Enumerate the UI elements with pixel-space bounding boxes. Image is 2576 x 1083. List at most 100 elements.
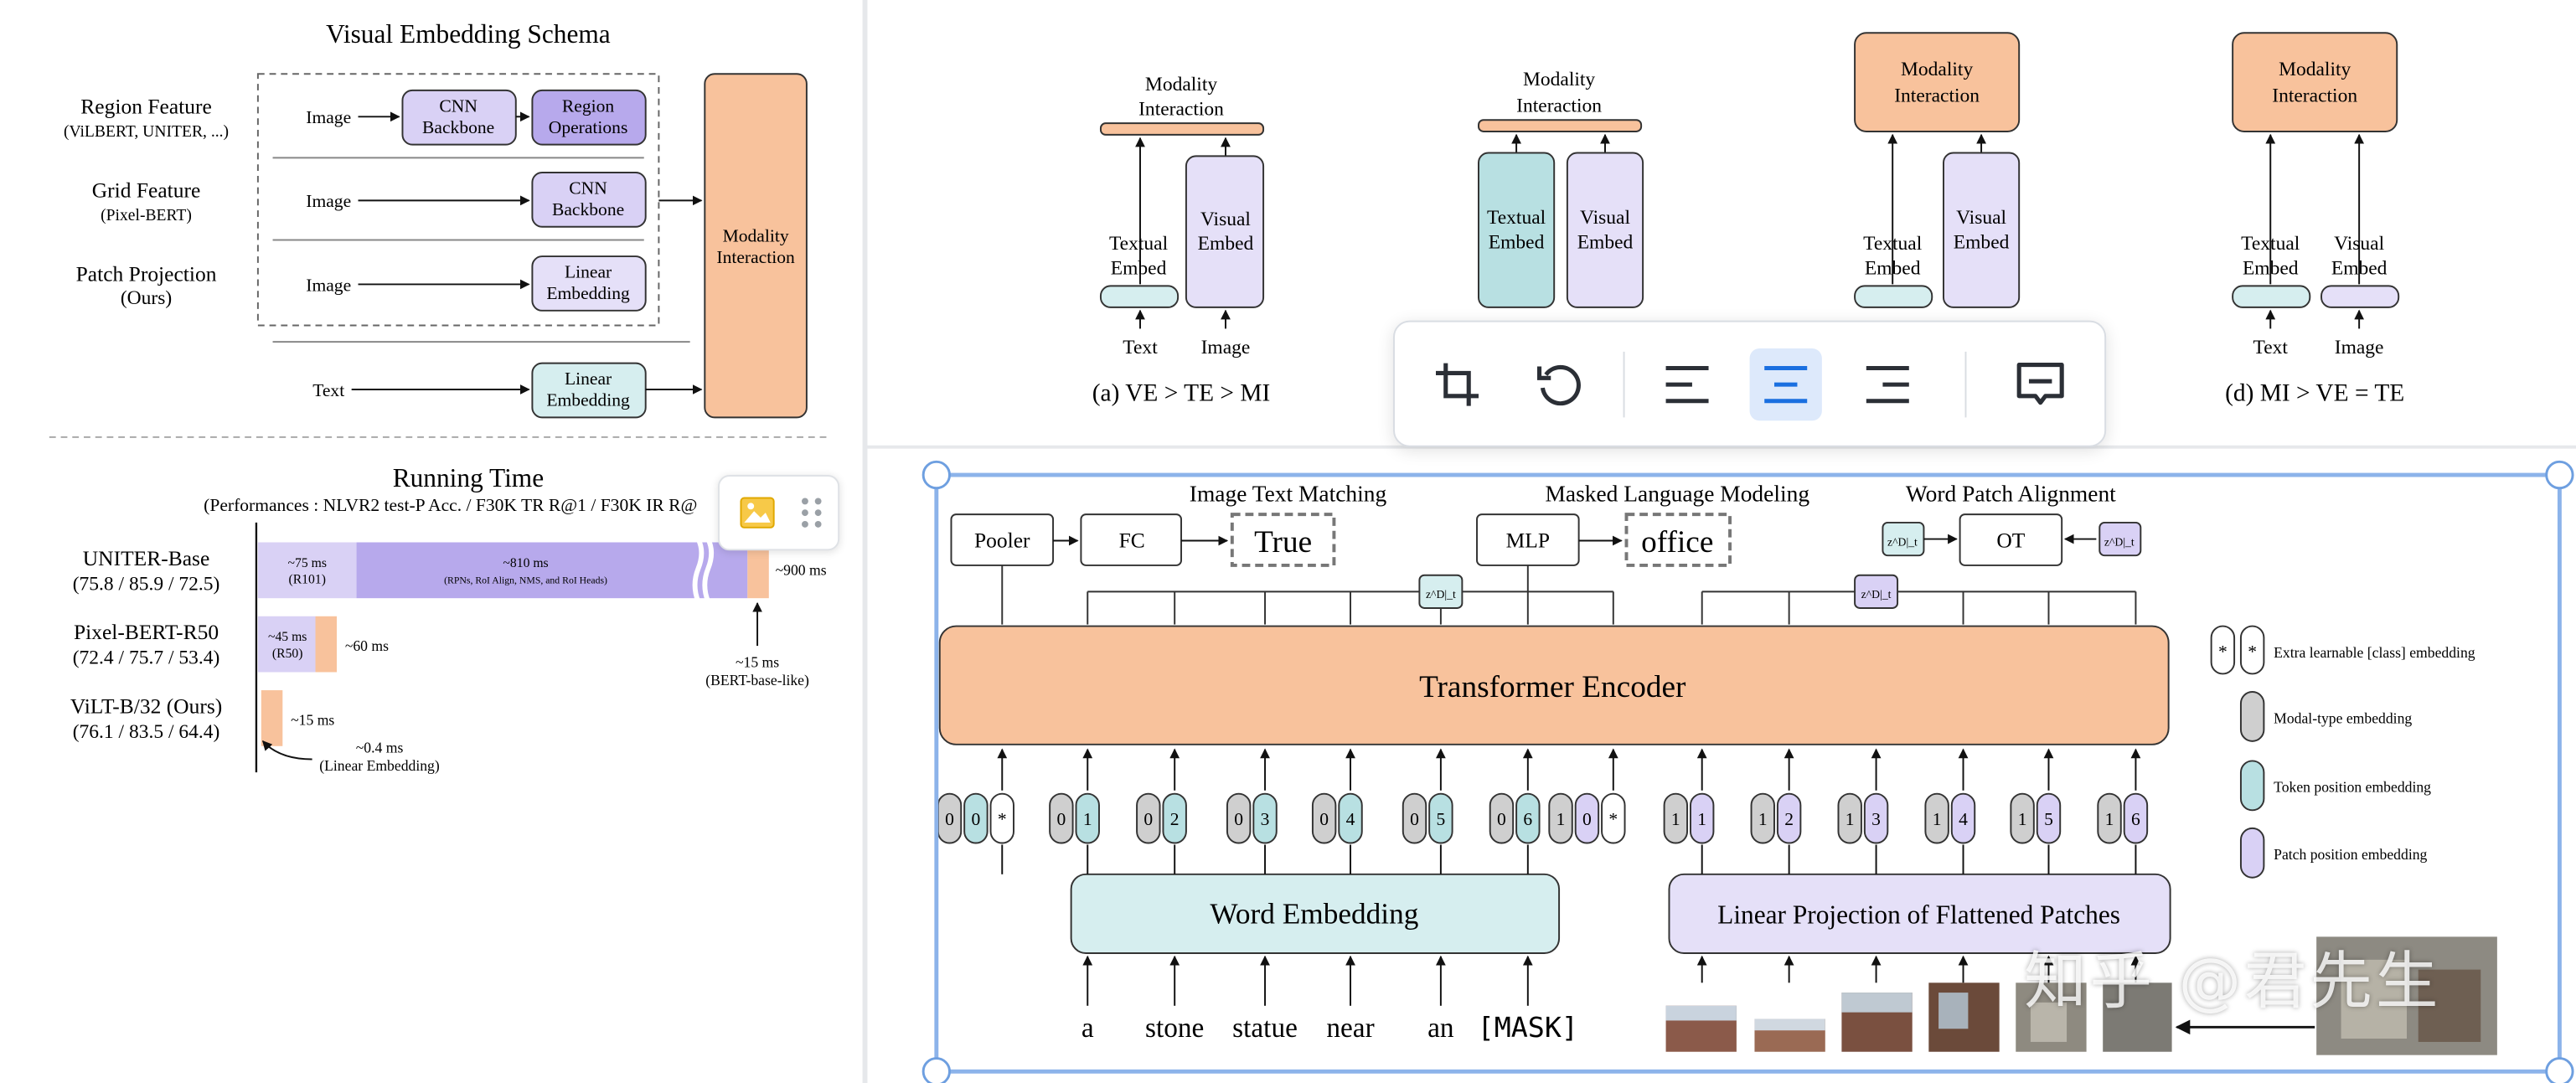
svg-text:Textual: Textual bbox=[2241, 233, 2300, 255]
svg-text:Interaction: Interaction bbox=[1138, 98, 1224, 120]
input-word: [MASK] bbox=[1478, 1011, 1578, 1044]
svg-text:Visual: Visual bbox=[1956, 207, 2006, 229]
svg-text:Interaction: Interaction bbox=[1894, 85, 1980, 107]
svg-text:Embed: Embed bbox=[1865, 258, 1921, 280]
rotate-button[interactable] bbox=[1523, 348, 1595, 420]
align-center-icon bbox=[1764, 365, 1808, 404]
image-token-label: 1 bbox=[1697, 809, 1706, 829]
svg-text:Modality: Modality bbox=[1145, 74, 1217, 95]
drag-handle-icon[interactable] bbox=[795, 493, 828, 533]
resize-handle-tl bbox=[921, 460, 951, 490]
ve-b bbox=[1566, 152, 1644, 308]
caption-d: (d) MI > VE = TE bbox=[2225, 380, 2404, 407]
rotate-icon bbox=[1537, 364, 1581, 406]
svg-text:Token position embedding: Token position embedding bbox=[2274, 779, 2431, 796]
cnn-backbone-box-2 bbox=[531, 172, 647, 228]
svg-text:Textual: Textual bbox=[1863, 233, 1923, 255]
te-d bbox=[2232, 285, 2311, 308]
image-token-label: 6 bbox=[2131, 809, 2140, 829]
svg-text:Embed: Embed bbox=[1198, 233, 1254, 255]
image-token-label: 4 bbox=[1959, 809, 1968, 829]
crop-button[interactable] bbox=[1421, 348, 1493, 420]
text-token-label: 0 bbox=[1497, 809, 1506, 829]
image-icon[interactable] bbox=[738, 493, 777, 533]
svg-text:*: * bbox=[2218, 642, 2228, 662]
running-time-title: Running Time bbox=[393, 463, 544, 493]
svg-text:*: * bbox=[2248, 642, 2257, 662]
patch-projection-sub: (Ours) bbox=[121, 287, 172, 309]
zv-right-box bbox=[2098, 521, 2142, 557]
svg-text:Interaction: Interaction bbox=[1516, 95, 1602, 116]
te-a bbox=[1099, 285, 1180, 308]
uniter-name: UNITER-Base bbox=[83, 546, 210, 570]
image-token-label: 1 bbox=[1671, 809, 1680, 829]
text-token-pill bbox=[1049, 792, 1074, 844]
svg-text:~45 ms: ~45 ms bbox=[268, 630, 307, 644]
te-b bbox=[1478, 152, 1556, 308]
embedding-schema-panel: Visual Embedding Schema Region Feature (… bbox=[49, 19, 830, 438]
office-box bbox=[1624, 513, 1732, 567]
svg-text:(R50): (R50) bbox=[272, 647, 303, 661]
svg-text:Embed: Embed bbox=[2243, 258, 2299, 280]
head-wpa: Word Patch Alignment bbox=[1906, 481, 2116, 506]
ve-d bbox=[2320, 285, 2400, 308]
image-token-pill bbox=[1548, 792, 1573, 844]
text-token-label: 0 bbox=[1143, 809, 1153, 829]
linear-projection-box bbox=[1668, 873, 2171, 954]
image-token-pill bbox=[2036, 792, 2062, 844]
image-token-pill bbox=[2010, 792, 2035, 844]
align-right-button[interactable] bbox=[1851, 348, 1923, 420]
svg-text:True: True bbox=[1254, 525, 1312, 560]
performances-caption: (Performances : NLVR2 test-P Acc. / F30K… bbox=[204, 495, 697, 515]
svg-text:(BERT-base-like): (BERT-base-like) bbox=[705, 672, 809, 688]
pixelbert-bert-bar bbox=[315, 616, 338, 673]
svg-text:Backbone: Backbone bbox=[422, 117, 494, 137]
svg-text:Visual: Visual bbox=[2334, 233, 2384, 255]
resize-handle-tr bbox=[2545, 460, 2574, 490]
text-token-label: 6 bbox=[1523, 809, 1532, 829]
svg-text:Embed: Embed bbox=[1954, 231, 2010, 253]
svg-text:Modality: Modality bbox=[2279, 59, 2351, 80]
align-center-button[interactable] bbox=[1749, 348, 1822, 421]
image-selection-frame[interactable] bbox=[921, 460, 2574, 1083]
svg-text:Image: Image bbox=[1201, 337, 1251, 358]
svg-text:Word Embedding: Word Embedding bbox=[1210, 898, 1418, 931]
patch-projection-label: Patch Projection bbox=[76, 262, 217, 286]
resize-handle-br bbox=[2545, 1057, 2574, 1083]
ve-c bbox=[1943, 152, 2021, 308]
svg-text:Linear: Linear bbox=[565, 262, 612, 282]
head-mlm: Masked Language Modeling bbox=[1546, 481, 1810, 506]
image-token-pill bbox=[1574, 792, 1600, 844]
svg-text:Modality: Modality bbox=[1901, 59, 1973, 80]
image-token-pill bbox=[1663, 792, 1689, 844]
svg-text:(R101): (R101) bbox=[289, 573, 326, 587]
align-left-button[interactable] bbox=[1651, 348, 1723, 420]
modality-interaction-box-left bbox=[704, 73, 808, 419]
ot-box bbox=[1959, 513, 2063, 566]
text-token-label: 3 bbox=[1261, 809, 1270, 829]
svg-text:Linear: Linear bbox=[565, 369, 612, 389]
comment-button[interactable] bbox=[2005, 348, 2077, 420]
svg-text:Embed: Embed bbox=[1111, 258, 1167, 280]
uniter-region-bar bbox=[356, 542, 748, 599]
svg-text:Operations: Operations bbox=[549, 117, 628, 137]
svg-text:Pooler: Pooler bbox=[974, 528, 1030, 552]
image-token-label: 1 bbox=[1556, 809, 1566, 829]
svg-text:Interaction: Interaction bbox=[716, 247, 795, 267]
input-word: near bbox=[1326, 1013, 1374, 1044]
svg-text:Modality: Modality bbox=[723, 225, 789, 245]
text-token-pill bbox=[1162, 792, 1187, 844]
input-word: stone bbox=[1145, 1013, 1204, 1044]
svg-text:(Linear Embedding): (Linear Embedding) bbox=[319, 757, 440, 774]
input-word: a bbox=[1082, 1013, 1094, 1044]
svg-text:Patch position embedding: Patch position embedding bbox=[2274, 846, 2427, 863]
image-token-pill bbox=[1689, 792, 1715, 844]
image-token-label: 1 bbox=[1933, 809, 1942, 829]
text-token-pill bbox=[1311, 792, 1337, 844]
svg-text:~900 ms: ~900 ms bbox=[776, 562, 827, 579]
text-token-pill bbox=[1515, 792, 1541, 844]
mi-bar-b bbox=[1478, 119, 1643, 132]
pixelbert-scores: (72.4 / 75.7 / 53.4) bbox=[73, 647, 220, 669]
svg-text:(RPNs, RoI Align, NMS, and RoI: (RPNs, RoI Align, NMS, and RoI Heads) bbox=[444, 575, 607, 586]
text-token-label: 0 bbox=[1410, 809, 1419, 829]
